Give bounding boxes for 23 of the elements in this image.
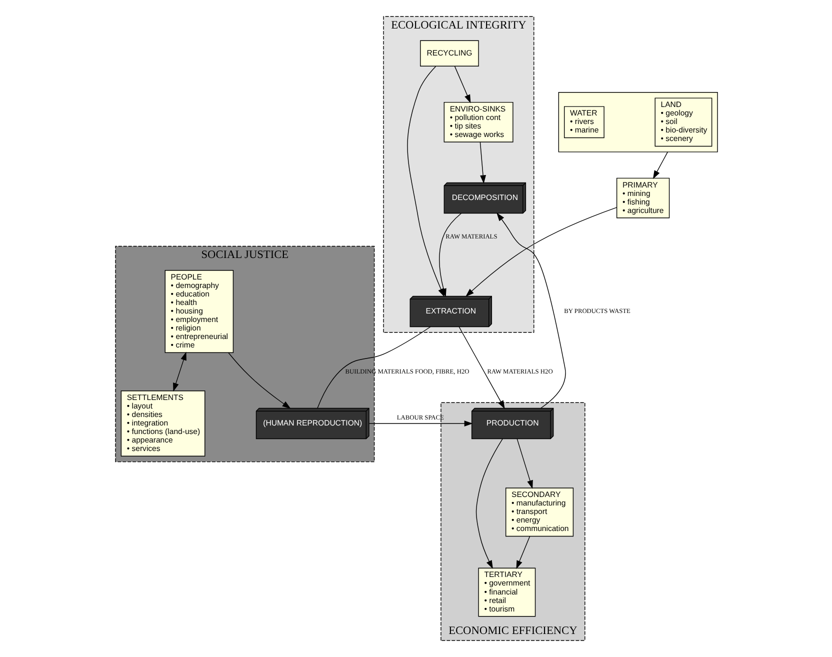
node-box: ENVIRO-SINKS • pollution cont • tip sites • sewage works	[443, 102, 513, 142]
arrow	[465, 207, 617, 297]
arrow	[454, 66, 470, 104]
arrow	[368, 420, 472, 426]
arrow	[475, 438, 502, 569]
arrow	[172, 352, 186, 392]
node-box: WATER • rivers • marine	[563, 106, 604, 138]
node-box: PEOPLE • demography • education • health • housing • employment • religion • entrepreneurial • crime	[164, 270, 234, 353]
node-box: RECYCLING	[420, 40, 478, 66]
arrow	[516, 536, 530, 570]
arrow	[479, 142, 486, 184]
node-box: SECONDARY • manufacturing • transport • energy • communication	[504, 488, 574, 537]
arrow	[496, 212, 566, 408]
arrow	[458, 326, 504, 409]
node-box: TERTIARY • government • financial • retail • tourism	[478, 568, 536, 617]
connector	[316, 326, 430, 408]
arrow	[652, 152, 668, 180]
node-box: PRIMARY • mining • fishing • agriculture	[616, 178, 670, 218]
node-box: SETTLEMENTS • layout • densities • integration • functions (land-use) • appearance • services	[120, 390, 205, 456]
node-box: LAND • geology • soil • bio-diversity • scenery	[654, 98, 712, 147]
arrow	[516, 438, 532, 489]
cluster	[558, 92, 718, 152]
arrow	[228, 352, 290, 409]
